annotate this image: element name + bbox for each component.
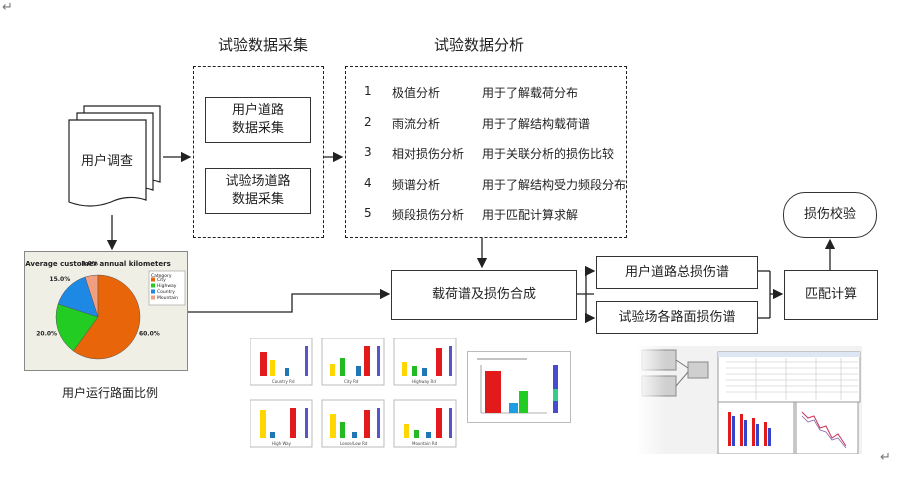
pie-caption: 用户运行路面比例 xyxy=(62,386,159,400)
user-survey-label: 用户调查 xyxy=(80,154,133,169)
pie-slice-country xyxy=(57,276,99,318)
pie-title: Average customer annual kilometers xyxy=(25,260,171,268)
thumbnail-chart: Loose/Low Rd xyxy=(321,399,385,448)
analysis-title: 试验数据分析 xyxy=(434,36,525,54)
pie-label: 5.0% xyxy=(81,261,98,268)
data-analysis-group xyxy=(345,66,627,238)
analysis-item-method: 相对损伤分析 xyxy=(392,147,465,161)
legend-title: Category xyxy=(151,273,172,279)
thumb-caption: City Rd xyxy=(344,379,359,384)
legend-swatch xyxy=(151,277,155,282)
thumbnail-chart: Highway Rd xyxy=(393,338,457,386)
pie-label: 15.0% xyxy=(49,276,70,283)
pie-chart: Average customer annual kilometers 5.0% 6… xyxy=(24,251,188,371)
pie-slice-city xyxy=(72,274,141,360)
pie-labels: 5.0% 60.0% 20.0% 15.0% xyxy=(36,261,160,338)
legend-swatch xyxy=(151,283,155,288)
proving-road-collect-line1: 试验场道路 xyxy=(225,174,291,189)
pie-slice-highway xyxy=(55,303,99,352)
thumb-caption: Mountain Rd xyxy=(412,441,438,446)
thumbnail-chart: City Rd xyxy=(321,338,385,386)
analysis-item-desc: 用于了解载荷分布 xyxy=(482,86,579,100)
analysis-item-desc: 用于匹配计算求解 xyxy=(482,208,579,222)
analysis-item-num: 4 xyxy=(364,176,372,190)
proving-damage-box: 试验场各路面损伤谱 xyxy=(596,301,758,334)
legend-label: Mountain xyxy=(157,295,178,301)
analysis-item-method: 雨流分析 xyxy=(392,117,441,131)
pie-label: 60.0% xyxy=(139,331,160,338)
thumb-caption: Highway Rd xyxy=(412,379,436,384)
proving-road-collect-box: 试验场道路 数据采集 xyxy=(205,168,311,214)
user-damage-box: 用户道路总损伤谱 xyxy=(596,256,758,289)
software-screenshot-collage xyxy=(636,346,862,454)
user-road-collect-line2: 数据采集 xyxy=(231,121,284,136)
paragraph-mark: ↵ xyxy=(2,0,13,15)
analysis-item-num: 1 xyxy=(364,84,372,98)
paragraph-mark: ↵ xyxy=(880,450,891,465)
pie-label: 20.0% xyxy=(36,331,57,338)
proving-road-collect-line2: 数据采集 xyxy=(231,192,284,207)
analysis-item-method: 频段损伤分析 xyxy=(392,208,465,222)
analysis-item-method: 极值分析 xyxy=(392,86,441,100)
thumbnail-chart: High Way xyxy=(250,399,313,448)
analysis-item-num: 3 xyxy=(364,145,372,159)
thumbnail-chart: Country Rd xyxy=(250,338,313,386)
thumb-caption: Loose/Low Rd xyxy=(340,441,368,446)
data-collection-group xyxy=(193,66,324,238)
analysis-item-method: 频谱分析 xyxy=(392,178,441,192)
collect-title: 试验数据采集 xyxy=(218,36,309,54)
analysis-item-num: 5 xyxy=(364,206,372,220)
thumb-caption: Country Rd xyxy=(272,379,295,384)
thumbnail-chart: Mountain Rd xyxy=(393,399,457,448)
analysis-item-num: 2 xyxy=(364,115,372,129)
road-spectrum-thumbnails: Country Rd City Rd Highway Rd High Way L… xyxy=(250,338,457,448)
user-survey-document xyxy=(68,105,161,207)
legend-label: Country xyxy=(157,289,175,295)
match-calc-box: 匹配计算 xyxy=(784,270,878,320)
legend-label: Highway xyxy=(157,283,177,289)
damage-check-terminal: 损伤校验 xyxy=(783,192,877,238)
load-synthesis-box: 载荷谱及损伤合成 xyxy=(391,270,577,320)
user-road-collect-box: 用户道路 数据采集 xyxy=(205,97,311,143)
thumb-caption: High Way xyxy=(272,441,292,446)
legend-label: City xyxy=(157,277,166,283)
pie-slices xyxy=(55,274,141,360)
legend-swatch xyxy=(151,295,155,300)
analysis-item-desc: 用于关联分析的损伤比较 xyxy=(482,147,615,161)
analysis-item-desc: 用于了解结构载荷谱 xyxy=(482,117,591,131)
analysis-item-desc: 用于了解结构受力频段分布 xyxy=(482,178,627,192)
legend-swatch xyxy=(151,289,155,294)
damage-bar-chart-thumbnail xyxy=(467,351,571,423)
user-road-collect-line1: 用户道路 xyxy=(231,103,284,118)
